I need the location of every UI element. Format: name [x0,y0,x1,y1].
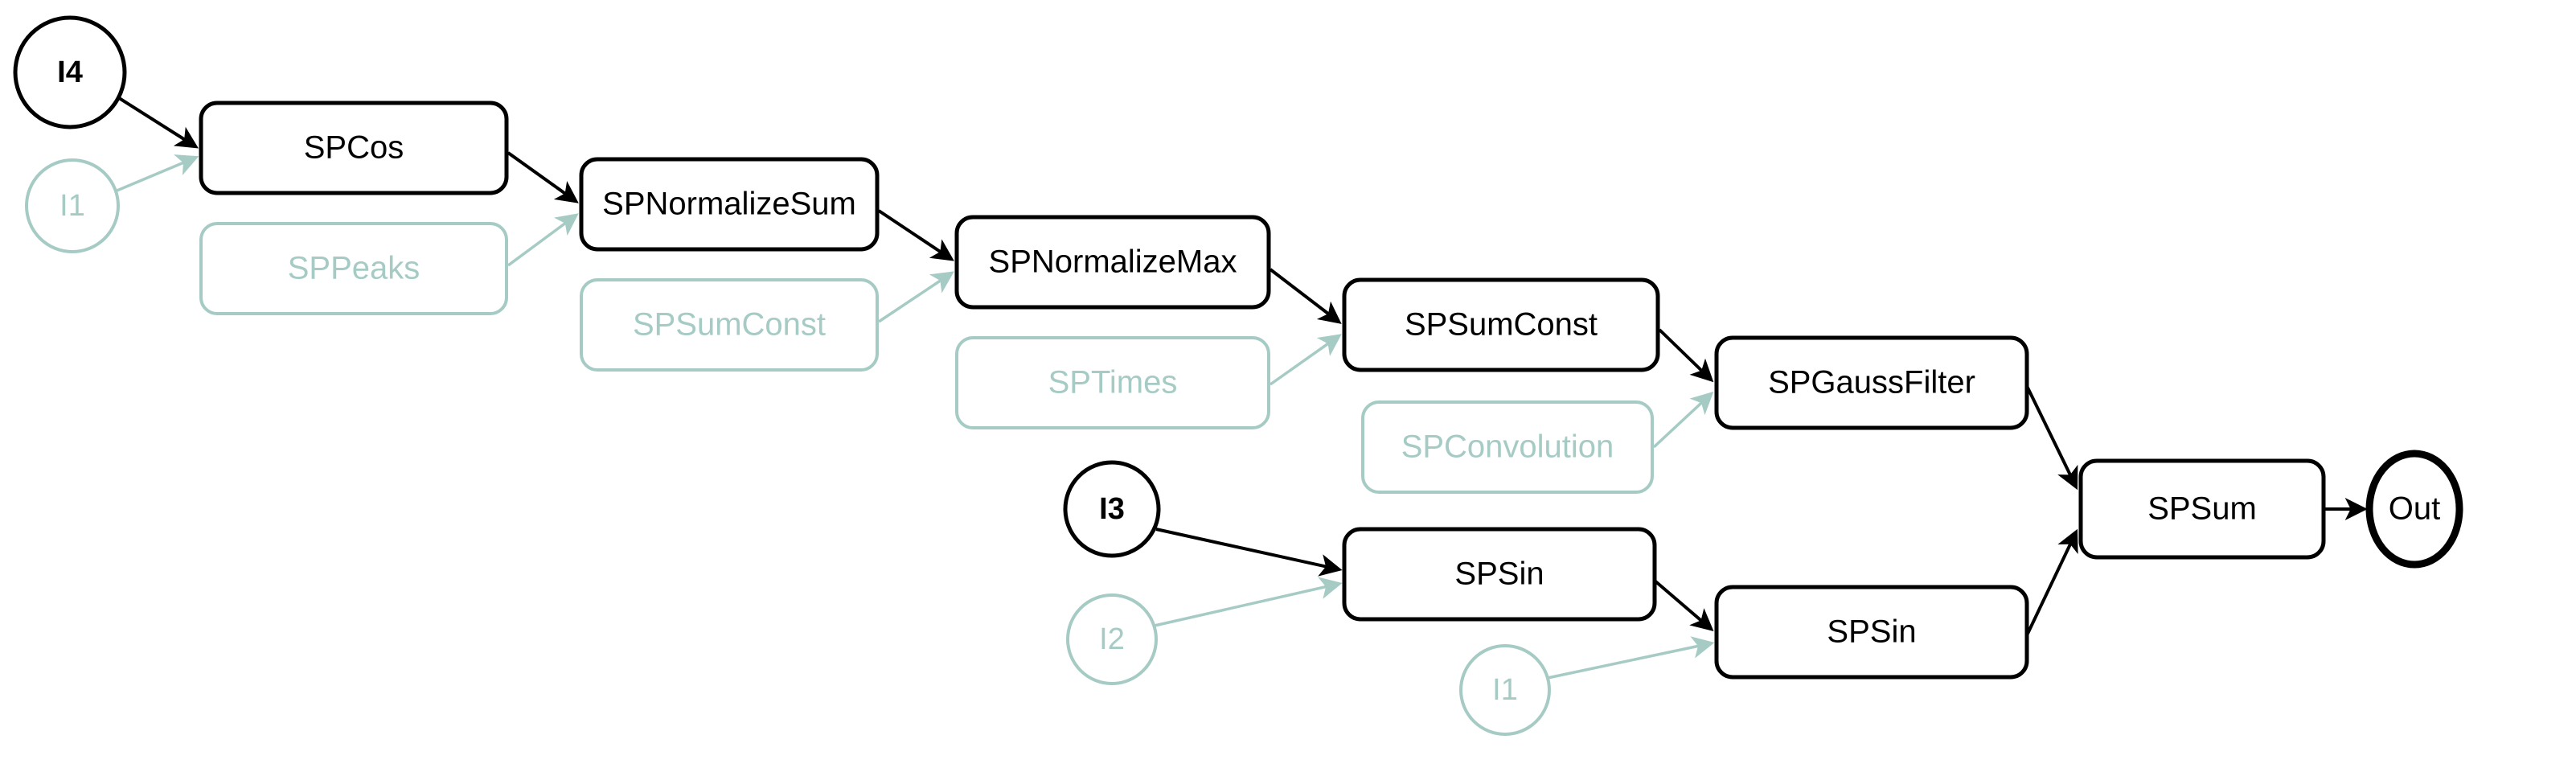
node-spsin-1[interactable]: SPSin [1342,527,1657,622]
edge-i1-spcos [114,154,199,193]
node-out[interactable]: Out [2365,450,2463,569]
node-spcos-shape[interactable] [199,101,509,195]
node-sptimes-label: SPTimes [1048,365,1178,400]
node-i1-left[interactable]: I1 [25,158,120,253]
node-out-label: Out [2389,491,2440,527]
edge-spgaussfilter-spsum [2025,385,2078,491]
node-spgaussfilter[interactable]: SPGaussFilter [1714,335,2029,430]
edge-i4-spcos [115,95,199,149]
edge-i1b-spsin2 [1547,636,1715,680]
edge-spsumconst-spgaussfilter [1658,328,1714,383]
node-spsin-2-shape[interactable] [1714,585,2029,680]
edge-i2-spsin1 [1154,577,1343,627]
node-i1-left-label: I1 [59,189,85,223]
node-sppeaks[interactable]: SPPeaks [199,222,508,315]
node-spsumconst-muted[interactable]: SPSumConst [580,278,879,372]
node-spsumconst[interactable]: SPSumConst [1342,277,1660,372]
node-spconvolution-label: SPConvolution [1401,429,1614,465]
edge-spsumconst-spnormalizemax [878,271,954,323]
node-i4[interactable]: I4 [13,15,127,129]
node-spconvolution[interactable]: SPConvolution [1361,400,1654,494]
edge-spnormalizesum-spnormalizemax [877,209,954,261]
edge-layer [114,95,2368,680]
node-spsum[interactable]: SPSum [2078,458,2326,560]
edge-spconvolution-spgaussfilter [1652,391,1714,449]
edge-spsin1-spsin2 [1653,579,1714,632]
node-i1-bottom-shape[interactable] [1459,644,1551,736]
node-spsumconst-muted-shape[interactable] [580,278,879,372]
node-spcos-label: SPCos [304,130,404,166]
node-spgaussfilter-shape[interactable] [1714,335,2029,430]
edge-spsin2-spsum [2025,528,2078,636]
edge-spcos-spnormalizesum [507,151,579,203]
node-i1-bottom[interactable]: I1 [1459,644,1551,736]
node-spsumconst-shape[interactable] [1342,277,1660,372]
node-spconvolution-shape[interactable] [1361,400,1654,494]
node-i4-shape[interactable] [13,15,127,129]
node-spcos[interactable]: SPCos [199,101,509,195]
node-i2-label: I2 [1099,622,1125,656]
node-sppeaks-shape[interactable] [199,222,508,315]
node-out-shape[interactable] [2365,450,2463,569]
edge-sptimes-spsumconst [1269,334,1342,386]
node-spnormalizesum[interactable]: SPNormalizeSum [579,157,880,252]
node-spsumconst-muted-label: SPSumConst [633,307,826,343]
node-i3-shape[interactable] [1063,460,1161,558]
node-spsum-shape[interactable] [2078,458,2326,560]
node-spsum-label: SPSum [2147,491,2257,527]
node-i1-left-shape[interactable] [25,158,120,253]
node-spsumconst-label: SPSumConst [1405,307,1598,343]
node-sppeaks-label: SPPeaks [288,251,420,286]
node-layer: I4 I1 SPCos SPPeaks SPNormalizeSum [13,15,2463,736]
node-i3-label: I3 [1099,492,1125,526]
node-i3[interactable]: I3 [1063,460,1161,558]
node-spsin-1-shape[interactable] [1342,527,1657,622]
node-sptimes-shape[interactable] [955,336,1270,429]
node-spsin-2-label: SPSin [1827,614,1916,650]
edge-sppeaks-spnormalizesum [507,213,579,267]
node-i2[interactable]: I2 [1066,593,1158,685]
node-spgaussfilter-label: SPGaussFilter [1768,365,1975,400]
node-spsin-1-label: SPSin [1454,556,1544,592]
node-spsin-2[interactable]: SPSin [1714,585,2029,680]
node-i2-shape[interactable] [1066,593,1158,685]
node-spnormalizemax-label: SPNormalizeMax [989,244,1237,280]
node-sptimes[interactable]: SPTimes [955,336,1270,429]
node-spnormalizesum-label: SPNormalizeSum [602,187,856,222]
node-spnormalizemax-shape[interactable] [954,215,1271,310]
edge-i3-spsin1 [1155,528,1343,577]
edge-spnormalizemax-spsumconst [1269,268,1342,324]
node-spnormalizemax[interactable]: SPNormalizeMax [954,215,1271,310]
node-spnormalizesum-shape[interactable] [579,157,880,252]
node-i1-bottom-label: I1 [1492,673,1518,707]
node-i4-label: I4 [57,55,83,89]
